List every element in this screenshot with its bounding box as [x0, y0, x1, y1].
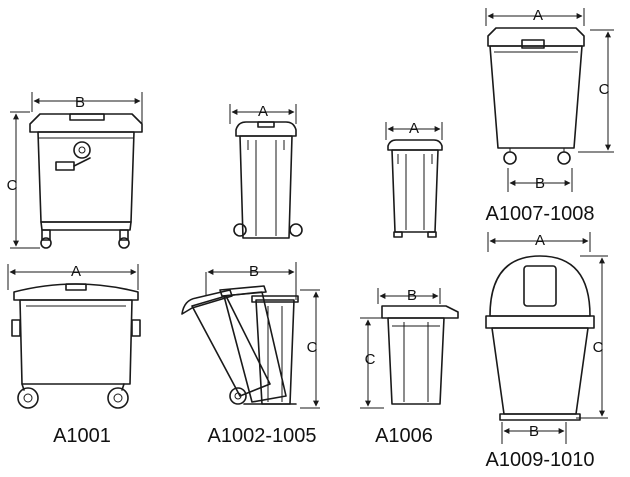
dim-label-b: B: [535, 175, 545, 192]
bin-a1002-front: A: [229, 103, 303, 239]
caption-a1009-1010: A1009-1010: [486, 449, 595, 471]
dim-label-b: B: [249, 263, 259, 280]
bin-a1007-front: A C B: [485, 7, 614, 192]
dim-label-a: A: [258, 103, 268, 120]
dim-label-a: A: [71, 263, 81, 280]
dim-label-c: C: [365, 351, 376, 368]
dim-label-c: C: [593, 339, 604, 356]
bin-a1006-front: A: [385, 120, 443, 238]
bin-a1006-side: B C: [360, 287, 459, 409]
dim-label-b: B: [75, 94, 85, 111]
dim-label-c: C: [599, 81, 610, 98]
caption-a1002-1005: A1002-1005: [208, 425, 317, 447]
bin-a1001-front: B C: [7, 92, 143, 249]
caption-a1006: A1006: [375, 425, 433, 447]
dim-label-b: B: [407, 287, 417, 304]
dim-label-a: A: [409, 120, 419, 137]
caption-a1001: A1001: [53, 425, 111, 447]
bin-a1009-front: A C B: [485, 232, 608, 444]
bin-a1001-side: A: [7, 263, 141, 409]
dim-label-a: A: [535, 232, 545, 249]
dim-label-b: B: [529, 423, 539, 440]
caption-a1007-1008: A1007-1008: [486, 203, 595, 225]
dim-label-c: C: [7, 177, 18, 194]
dim-label-a: A: [533, 7, 543, 24]
dim-label-c: C: [307, 339, 318, 356]
bin-a1002-tilted: B C: [181, 262, 320, 409]
